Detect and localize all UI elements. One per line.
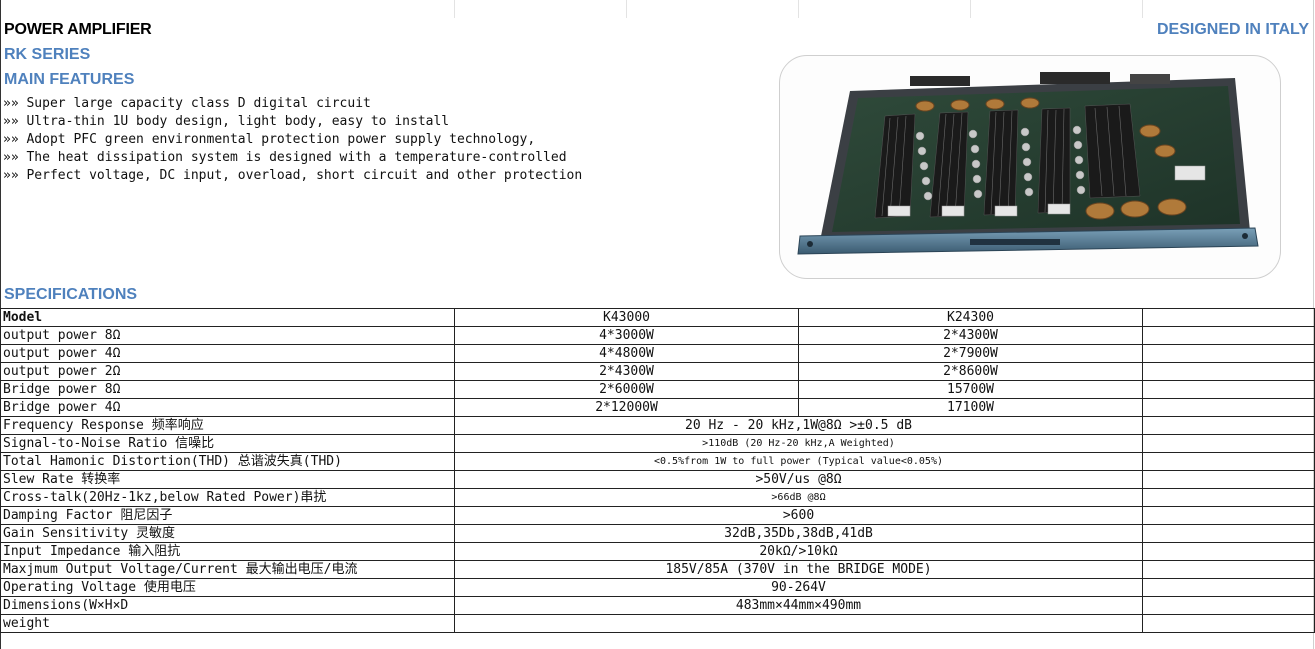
page-title: POWER AMPLIFIER <box>4 21 152 38</box>
spec-value: >600 <box>454 506 1143 525</box>
spec-value: 20 Hz - 20 kHz,1W@8Ω >±0.5 dB <box>454 416 1143 435</box>
features-heading: MAIN FEATURES <box>4 71 135 88</box>
empty-cell <box>1142 560 1315 579</box>
spec-value-b: 2*7900W <box>798 344 1143 363</box>
empty-cell <box>1142 596 1315 615</box>
spec-label: Maxjmum Output Voltage/Current 最大输出电压/电流 <box>0 560 455 579</box>
table-row: Cross-talk(20Hz-1kz,below Rated Power)串扰… <box>0 488 1315 507</box>
spec-label: Damping Factor 阻尼因子 <box>0 506 455 525</box>
amplifier-photo <box>779 55 1281 279</box>
feature-item: »» Adopt PFC green environmental protect… <box>3 132 536 147</box>
model-a: K43000 <box>454 308 799 327</box>
empty-cell <box>1142 488 1315 507</box>
empty-cell <box>1142 398 1315 417</box>
empty-cell <box>1142 434 1315 453</box>
spec-value-a: 2*6000W <box>454 380 799 399</box>
empty-cell <box>1142 470 1315 489</box>
spec-label: weight <box>0 614 455 633</box>
empty-cell <box>1142 506 1315 525</box>
spec-value-b: 2*8600W <box>798 362 1143 381</box>
spec-label: Input Impedance 输入阻抗 <box>0 542 455 561</box>
spec-value: <0.5%from 1W to full power (Typical valu… <box>454 452 1143 471</box>
table-row: Signal-to-Noise Ratio 信噪比>110dB (20 Hz-2… <box>0 434 1315 453</box>
spec-value-b: 15700W <box>798 380 1143 399</box>
table-row: Maxjmum Output Voltage/Current 最大输出电压/电流… <box>0 560 1315 579</box>
spec-value: 90-264V <box>454 578 1143 597</box>
empty-cell <box>1142 326 1315 345</box>
designed-in-italy-label: DESIGNED IN ITALY <box>1156 21 1309 38</box>
specifications-heading: SPECIFICATIONS <box>4 286 138 303</box>
table-row: weight <box>0 614 1315 633</box>
table-row: Model K43000 K24300 <box>0 308 1315 327</box>
spec-value-b: 17100W <box>798 398 1143 417</box>
feature-item: »» Perfect voltage, DC input, overload, … <box>3 168 583 183</box>
spec-value-a: 4*4800W <box>454 344 799 363</box>
features-list: »» Super large capacity class D digital … <box>3 95 582 185</box>
table-row: Total Hamonic Distortion(THD) 总谐波失真(THD)… <box>0 452 1315 471</box>
spec-label: Total Hamonic Distortion(THD) 总谐波失真(THD) <box>0 452 455 471</box>
spec-label: Cross-talk(20Hz-1kz,below Rated Power)串扰 <box>0 488 455 507</box>
model-b: K24300 <box>798 308 1143 327</box>
table-row: Slew Rate 转换率>50V/us @8Ω <box>0 470 1315 489</box>
spec-value: >110dB (20 Hz-20 kHz,A Weighted) <box>454 434 1143 453</box>
spec-label: Frequency Response 频率响应 <box>0 416 455 435</box>
spec-value <box>454 614 1143 633</box>
spec-value: 185V/85A (370V in the BRIDGE MODE) <box>454 560 1143 579</box>
spec-value-b: 2*4300W <box>798 326 1143 345</box>
table-row: Damping Factor 阻尼因子>600 <box>0 506 1315 525</box>
spec-value: 32dB,35Db,38dB,41dB <box>454 524 1143 543</box>
spec-value-a: 2*4300W <box>454 362 799 381</box>
empty-cell <box>1142 614 1315 633</box>
spec-label: Bridge power 4Ω <box>0 398 455 417</box>
spec-value: >66dB @8Ω <box>454 488 1143 507</box>
spec-value: >50V/us @8Ω <box>454 470 1143 489</box>
series-label: RK SERIES <box>4 46 91 63</box>
feature-item: »» Super large capacity class D digital … <box>3 96 371 111</box>
spec-label: Dimensions(W×H×D <box>0 596 455 615</box>
spec-value: 483mm×44mm×490mm <box>454 596 1143 615</box>
sheet-gridlines <box>0 0 1315 18</box>
spec-label: output power 8Ω <box>0 326 455 345</box>
spec-label: output power 4Ω <box>0 344 455 363</box>
empty-cell <box>1142 524 1315 543</box>
spec-label: Operating Voltage 使用电压 <box>0 578 455 597</box>
empty-cell <box>1142 308 1315 327</box>
amplifier-illustration <box>797 72 1259 255</box>
spec-label: Bridge power 8Ω <box>0 380 455 399</box>
empty-cell <box>1142 578 1315 597</box>
feature-item: »» The heat dissipation system is design… <box>3 150 567 165</box>
spec-label: Signal-to-Noise Ratio 信噪比 <box>0 434 455 453</box>
spec-value: 20kΩ/>10kΩ <box>454 542 1143 561</box>
empty-cell <box>1142 362 1315 381</box>
empty-cell <box>1142 542 1315 561</box>
spec-label: Gain Sensitivity 灵敏度 <box>0 524 455 543</box>
model-label: Model <box>0 308 455 327</box>
spec-label: Slew Rate 转换率 <box>0 470 455 489</box>
spec-value-a: 4*3000W <box>454 326 799 345</box>
feature-item: »» Ultra-thin 1U body design, light body… <box>3 114 450 129</box>
empty-cell <box>1142 380 1315 399</box>
empty-cell <box>1142 344 1315 363</box>
empty-cell <box>1142 452 1315 471</box>
spec-value-a: 2*12000W <box>454 398 799 417</box>
empty-cell <box>1142 416 1315 435</box>
spec-label: output power 2Ω <box>0 362 455 381</box>
